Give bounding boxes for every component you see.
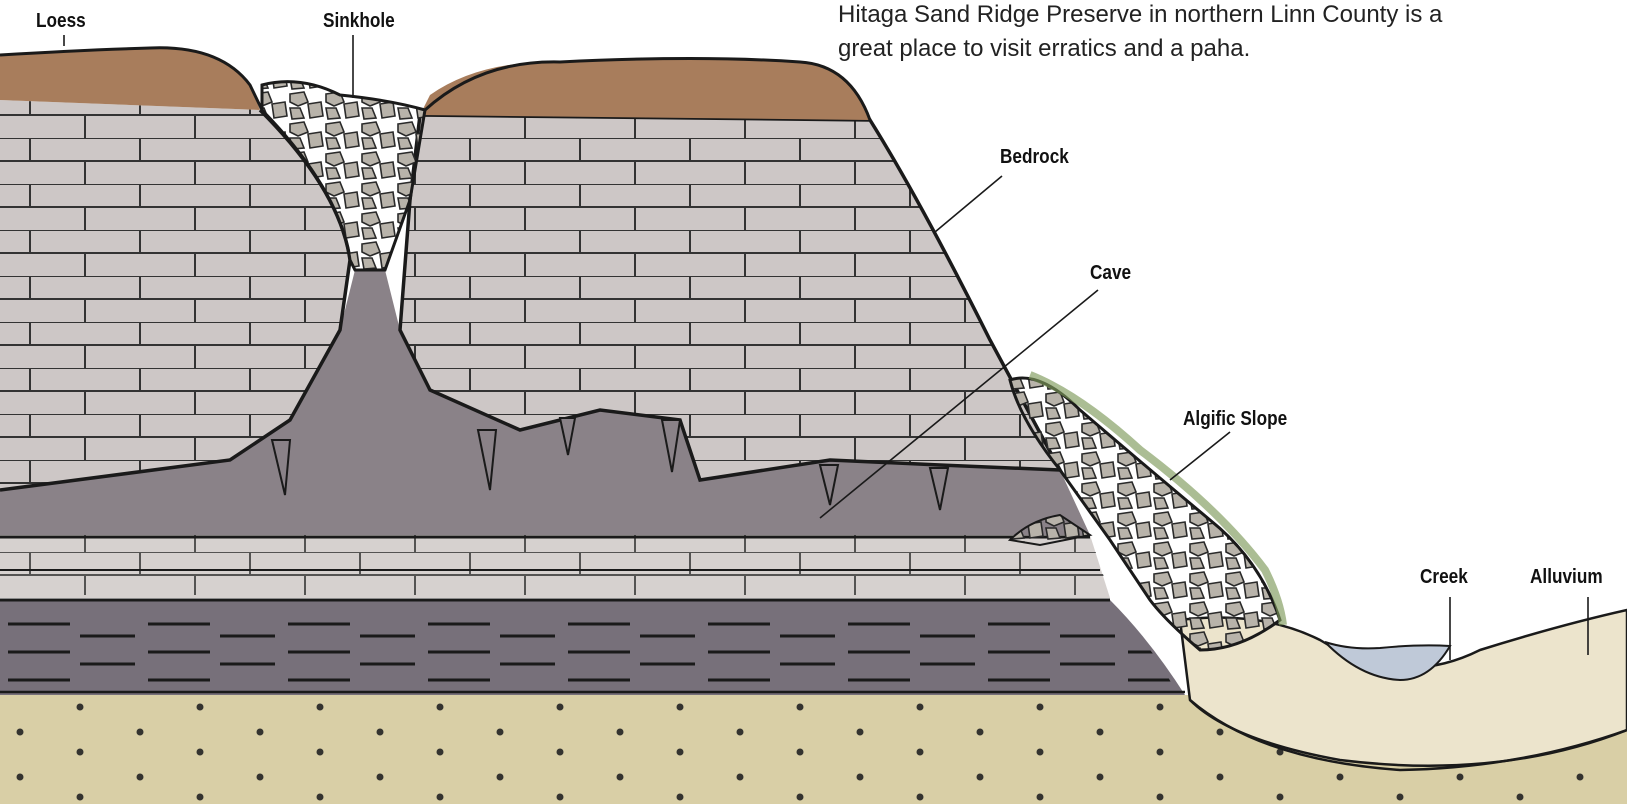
label-algific-slope: Algific Slope (1183, 408, 1287, 431)
label-cave: Cave (1090, 262, 1131, 285)
label-sinkhole: Sinkhole (323, 10, 395, 33)
shale-dashes (0, 610, 1175, 690)
loess-right (420, 59, 870, 121)
label-loess: Loess (36, 10, 86, 33)
loess-left (0, 48, 260, 110)
caption: Hitaga Sand Ridge Preserve in northern L… (838, 0, 1618, 66)
leader-bedrock (935, 176, 1002, 232)
caption-line-1: Hitaga Sand Ridge Preserve in northern L… (838, 0, 1618, 32)
caption-line-2: great place to visit erratics and a paha… (838, 32, 1618, 66)
label-bedrock: Bedrock (1000, 146, 1069, 169)
leader-algific (1170, 432, 1230, 480)
label-creek: Creek (1420, 566, 1468, 589)
label-alluvium: Alluvium (1530, 566, 1603, 589)
